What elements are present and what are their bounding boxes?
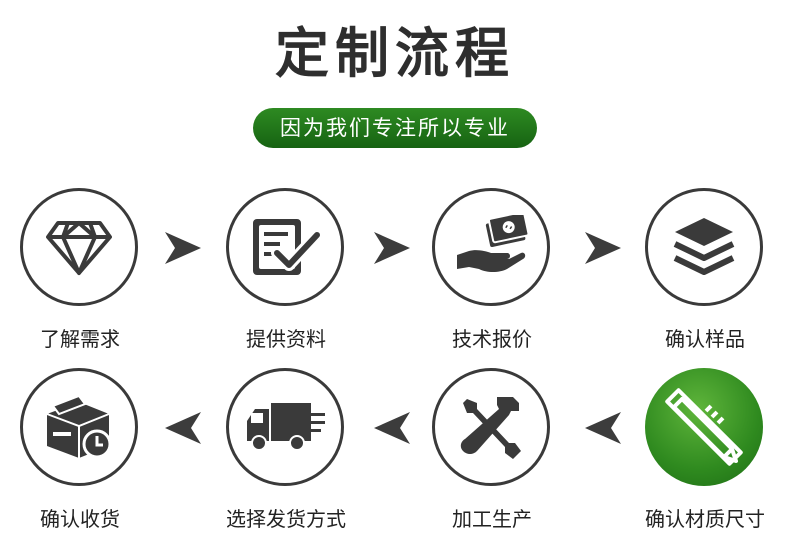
arrow-left-icon bbox=[374, 412, 410, 444]
arrow-right-icon bbox=[165, 232, 201, 264]
step-label: 加工生产 bbox=[452, 507, 532, 531]
step-label: 确认样品 bbox=[665, 327, 745, 351]
step-circle bbox=[226, 368, 344, 486]
step-circle bbox=[226, 188, 344, 306]
subtitle-pill: 因为我们专注所以专业 bbox=[253, 108, 537, 148]
step-label: 确认材质尺寸 bbox=[645, 507, 765, 531]
package-clock-icon bbox=[46, 394, 112, 459]
step-label: 提供资料 bbox=[246, 327, 326, 351]
step-circle-highlighted bbox=[645, 368, 763, 486]
step-label: 技术报价 bbox=[452, 327, 532, 351]
money-hand-icon bbox=[457, 215, 530, 272]
step-circle bbox=[20, 368, 138, 486]
step-circle bbox=[432, 368, 550, 486]
truck-icon bbox=[247, 403, 325, 451]
step-label: 了解需求 bbox=[40, 327, 120, 351]
step-circle bbox=[20, 188, 138, 306]
page-title: 定制流程 bbox=[275, 22, 515, 85]
diamond-icon bbox=[46, 221, 112, 275]
arrow-right-icon bbox=[374, 232, 410, 264]
step-label: 选择发货方式 bbox=[226, 507, 346, 531]
arrow-left-icon bbox=[585, 412, 621, 444]
arrow-left-icon bbox=[165, 412, 201, 444]
step-circle bbox=[645, 188, 763, 306]
document-check-icon bbox=[253, 219, 323, 275]
layers-icon bbox=[673, 218, 735, 275]
step-label: 确认收货 bbox=[40, 507, 120, 531]
ruler-pencil-icon bbox=[665, 388, 743, 466]
tools-icon bbox=[460, 397, 521, 459]
step-circle bbox=[432, 188, 550, 306]
arrow-right-icon bbox=[585, 232, 621, 264]
